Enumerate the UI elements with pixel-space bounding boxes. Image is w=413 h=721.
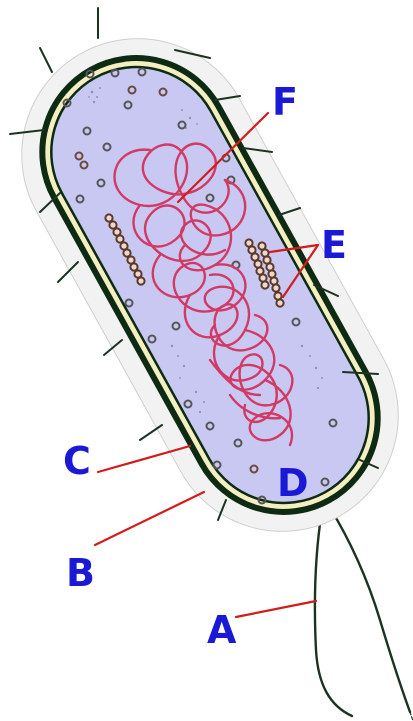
flagellum-left	[315, 510, 352, 716]
leader-line-a	[236, 601, 316, 617]
flagellum-right	[330, 508, 410, 712]
leader-line-b	[95, 492, 204, 545]
label-a: A	[207, 608, 237, 652]
label-f: F	[272, 80, 298, 124]
cell-envelope	[0, 0, 413, 573]
label-b: B	[66, 551, 95, 595]
label-e: E	[321, 223, 347, 267]
label-d: D	[277, 461, 309, 505]
flagella	[315, 508, 413, 721]
label-c: C	[63, 439, 91, 483]
